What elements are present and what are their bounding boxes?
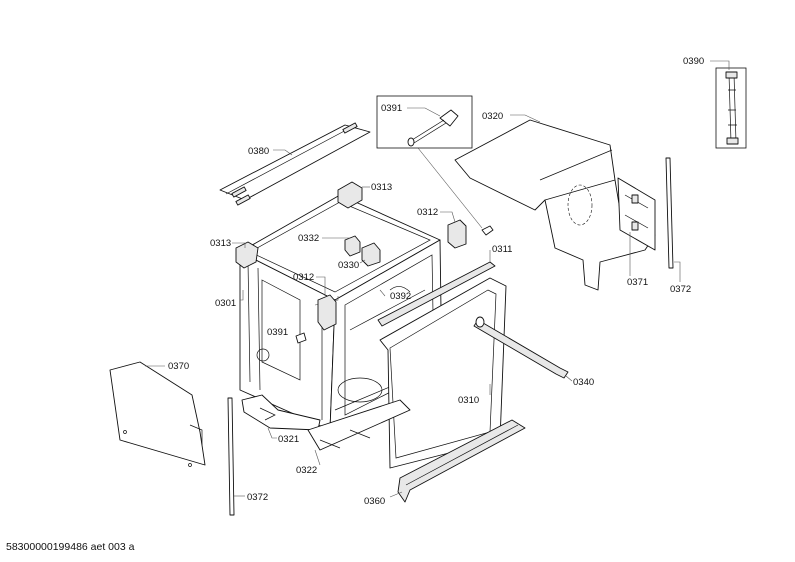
screw-icon: [295, 332, 307, 344]
part-0313-bracket-top[interactable]: [337, 181, 363, 209]
label-0322: 0322: [296, 465, 317, 476]
label-0390: 0390: [683, 56, 704, 67]
label-0391: 0391: [267, 327, 288, 338]
label-0313: 0313: [371, 182, 392, 193]
label-0312: 0312: [293, 272, 314, 283]
label-0301: 0301: [215, 298, 236, 309]
label-0360: 0360: [364, 496, 385, 507]
part-0312-hinge-right[interactable]: [447, 219, 467, 249]
label-0332: 0332: [298, 233, 319, 244]
part-0322-base-rail[interactable]: [307, 399, 411, 451]
part-0320-insulation[interactable]: [454, 119, 656, 291]
document-id-footer: 58300000199486 aet 003 a: [6, 541, 135, 553]
part-0360-bottom-trim[interactable]: [397, 419, 526, 503]
part-0311-rail[interactable]: [377, 261, 496, 327]
part-0391-screw-inset[interactable]: [376, 95, 473, 149]
part-0332-component[interactable]: [344, 235, 361, 257]
label-0312: 0312: [417, 207, 438, 218]
part-0340-spray-arm[interactable]: [473, 316, 569, 379]
part-0321-base[interactable]: [241, 394, 321, 431]
part-0390-hose[interactable]: [715, 67, 747, 149]
label-0330: 0330: [338, 260, 359, 271]
label-0370: 0370: [168, 361, 189, 372]
label-0380: 0380: [248, 146, 269, 157]
part-0330-component[interactable]: [361, 242, 381, 267]
part-0312-hinge-left[interactable]: [317, 294, 337, 331]
part-0370-side-panel[interactable]: [109, 361, 206, 467]
label-0310: 0310: [458, 395, 479, 406]
label-0391: 0391: [381, 103, 402, 114]
label-0340: 0340: [573, 377, 594, 388]
part-0372-seal-strip-right[interactable]: [665, 157, 674, 269]
label-0311: 0311: [492, 244, 512, 255]
part-0380-top-plate[interactable]: [219, 122, 371, 206]
label-0372: 0372: [247, 492, 268, 503]
label-0372: 0372: [670, 284, 691, 295]
part-0301-tub[interactable]: [239, 194, 443, 431]
label-0371: 0371: [627, 277, 648, 288]
label-0320: 0320: [482, 111, 503, 122]
part-0313-bracket-left[interactable]: [235, 241, 259, 269]
screw-icon: [481, 225, 494, 236]
label-0321: 0321: [278, 434, 299, 445]
label-0392: 0392: [390, 291, 411, 302]
label-0313: 0313: [210, 238, 231, 249]
part-0372-seal-strip-left[interactable]: [227, 397, 235, 516]
